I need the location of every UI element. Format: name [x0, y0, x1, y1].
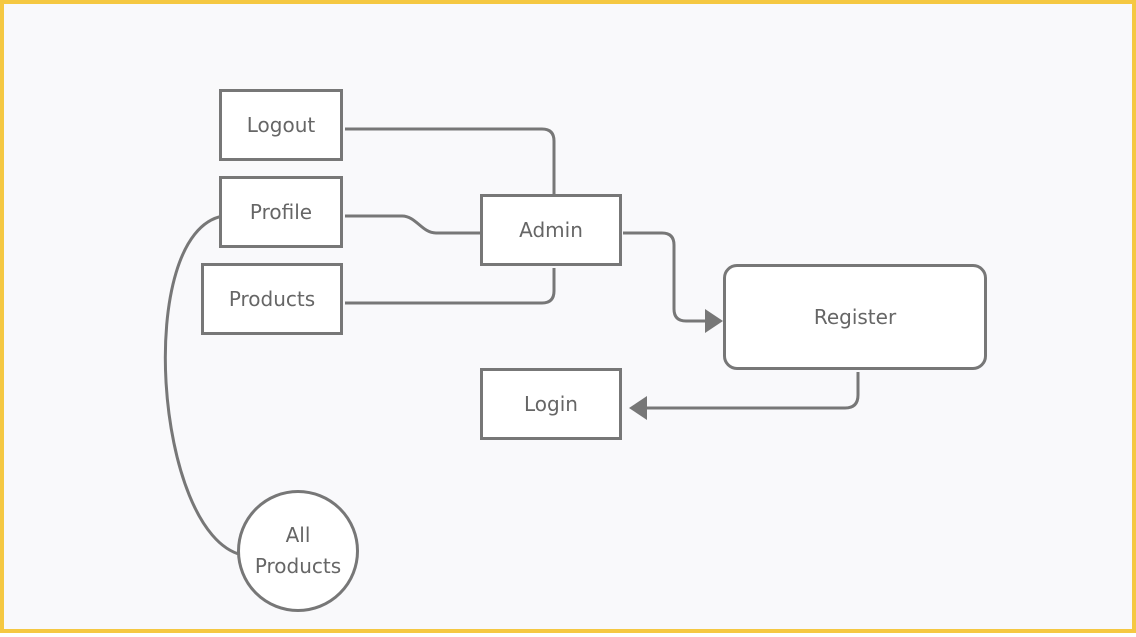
- edge-register-login: [629, 372, 860, 420]
- node-products-label: Products: [228, 286, 316, 311]
- node-register-label: Register: [813, 304, 897, 329]
- node-register[interactable]: Register: [723, 264, 987, 370]
- edge-products-admin: [345, 268, 556, 305]
- node-profile[interactable]: Profile: [219, 176, 343, 248]
- node-admin[interactable]: Admin: [480, 194, 622, 266]
- node-login-label: Login: [524, 391, 578, 416]
- node-login[interactable]: Login: [480, 368, 622, 440]
- edge-admin-register: [623, 231, 723, 333]
- connector-layer: [163, 127, 860, 557]
- edge-profile-allproducts: [163, 214, 243, 557]
- node-products[interactable]: Products: [201, 263, 343, 335]
- node-all-products[interactable]: All Products: [237, 490, 359, 612]
- node-admin-label: Admin: [519, 217, 583, 242]
- node-logout-label: Logout: [246, 112, 316, 137]
- edge-logout-admin: [345, 127, 556, 199]
- node-all-products-label: All Products: [254, 523, 342, 578]
- edge-profile-admin: [345, 214, 485, 235]
- node-profile-label: Profile: [249, 199, 313, 224]
- node-logout[interactable]: Logout: [219, 89, 343, 161]
